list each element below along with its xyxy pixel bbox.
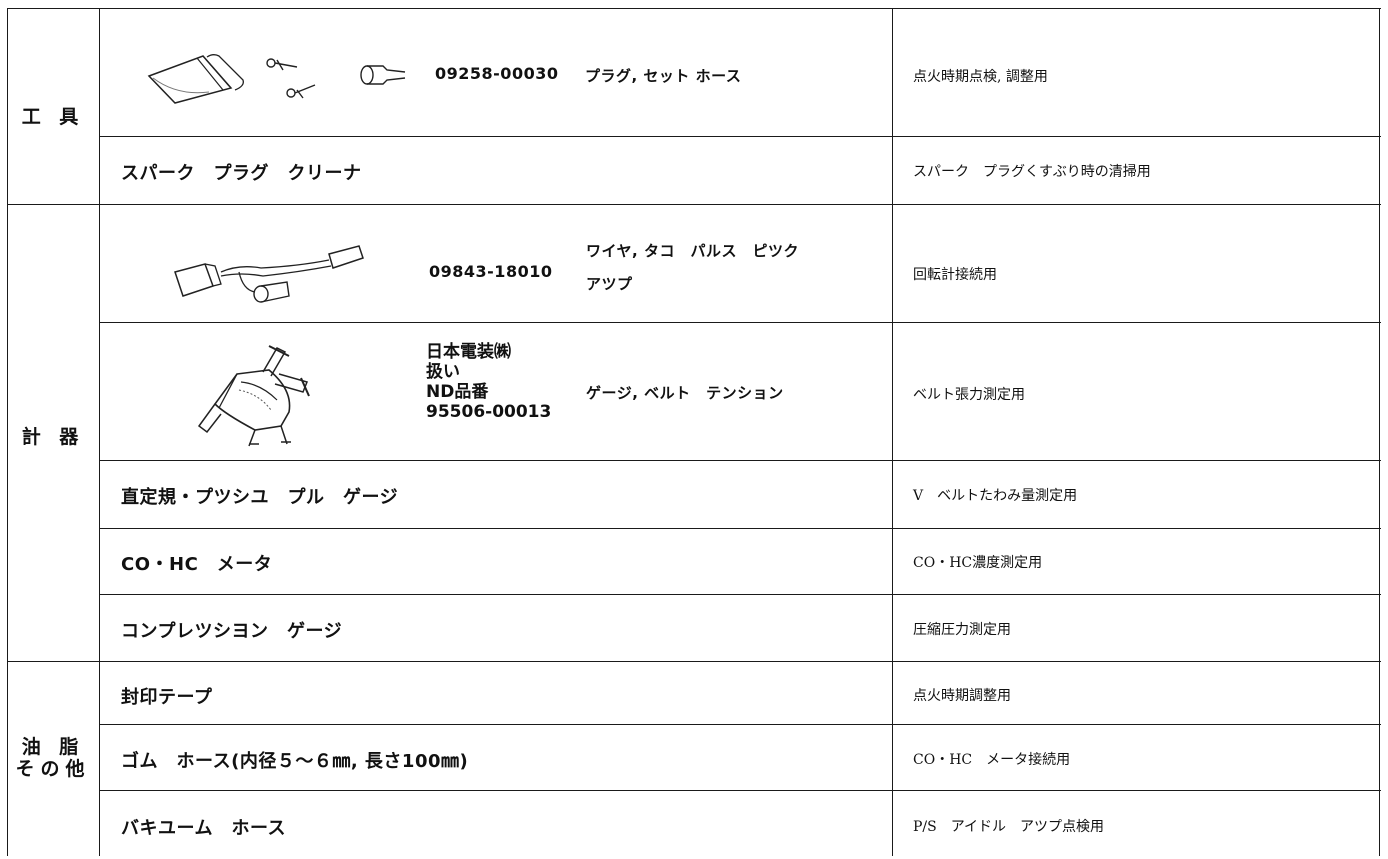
row-divider: [99, 136, 1381, 137]
tacho-wire-name-line1: ワイヤ, タコ パルス ピツク: [586, 242, 799, 260]
seal-tape-use: 点火時期調整用: [913, 688, 1011, 704]
belt-tension-gauge-illustration: [197, 345, 310, 447]
seal-tape-name: 封印テープ: [121, 687, 213, 708]
category-oils-other: 油 脂 その他: [15, 736, 91, 780]
belt-gauge-maker-info: 日本電装㈱ 扱い ND品番 95506-00013: [426, 342, 552, 422]
section-divider: [7, 661, 1381, 662]
co-hc-meter-name: CO・HC メータ: [121, 554, 273, 575]
ruler-pull-gauge-use: V ベルトたわみ量測定用: [913, 488, 1078, 504]
plug-set-hose-illustration: [147, 54, 406, 104]
tacho-wire-part-number: 09843-18010: [429, 262, 553, 281]
row-divider: [99, 594, 1381, 595]
plug-set-hose-part-number: 09258-00030: [435, 64, 559, 83]
rubber-hose-name: ゴム ホース(内径５～６㎜, 長さ100㎜): [121, 751, 469, 772]
category-column-divider: [99, 8, 100, 856]
table-border-right: [1379, 8, 1380, 856]
rubber-hose-use: CO・HC メータ接続用: [913, 752, 1071, 768]
tacho-wire-use: 回転計接続用: [913, 267, 997, 283]
compression-gauge-use: 圧縮圧力測定用: [913, 622, 1011, 638]
row-divider: [99, 528, 1381, 529]
row-divider: [99, 460, 1381, 461]
compression-gauge-name: コンプレツシヨン ゲージ: [121, 621, 343, 642]
belt-gauge-name: ゲージ, ベルト テンション: [586, 384, 784, 402]
plug-set-hose-use: 点火時期点検, 調整用: [913, 69, 1048, 85]
vacuum-hose-name: バキユーム ホース: [121, 818, 287, 839]
plug-set-hose-name: プラグ, セット ホース: [585, 67, 742, 85]
belt-gauge-use: ベルト張力測定用: [913, 387, 1025, 403]
ruler-pull-gauge-name: 直定規・プツシユ プル ゲージ: [121, 487, 399, 508]
row-divider: [99, 322, 1381, 323]
vacuum-hose-use: P/S アイドル アツプ点検用: [913, 819, 1105, 835]
category-instruments: 計 器: [21, 426, 85, 448]
spark-plug-cleaner-name: スパーク プラグ クリーナ: [121, 163, 362, 184]
row-divider: [99, 724, 1381, 725]
section-divider: [7, 204, 1381, 205]
use-column-divider: [892, 8, 893, 856]
special-tools-table: 工 具 計 器 油 脂 その他 09258-00030 プラグ, セット ホース…: [7, 8, 1381, 856]
co-hc-meter-use: CO・HC濃度測定用: [913, 555, 1043, 571]
table-border-top: [7, 8, 1381, 9]
tacho-pulse-wire-illustration: [174, 245, 364, 303]
tacho-wire-name-line2: アツプ: [586, 275, 633, 293]
spark-plug-cleaner-use: スパーク プラグくすぶり時の清掃用: [913, 164, 1151, 180]
row-divider: [99, 790, 1381, 791]
category-tools: 工 具: [21, 106, 85, 128]
table-border-left: [7, 8, 8, 856]
